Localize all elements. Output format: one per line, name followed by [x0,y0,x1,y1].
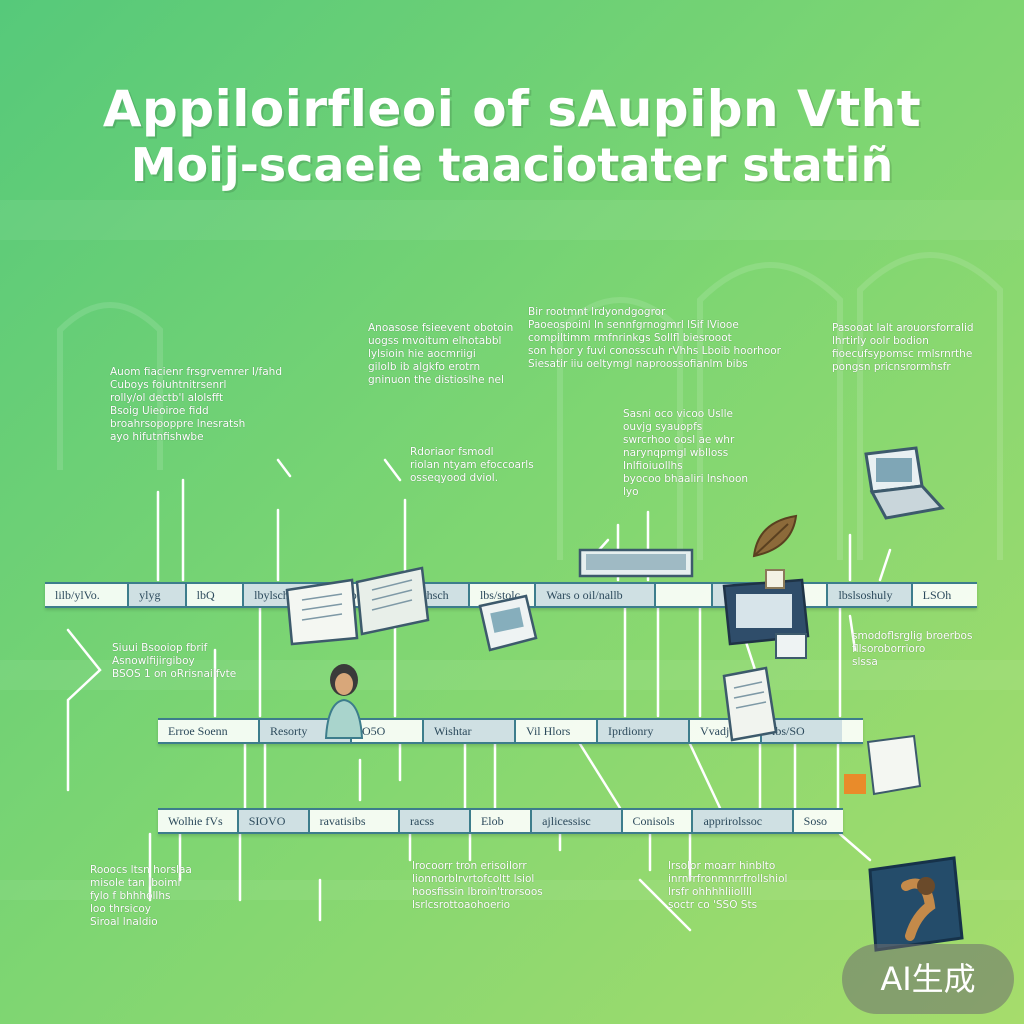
timeline-cell [771,584,829,606]
ai-generated-badge: AI生成 [842,944,1014,1014]
timeline-cell: Elob [471,810,533,832]
page-title-line-2: Moij-scaeie taaciotater statiñ [130,138,894,192]
timeline-cell: lbs/SO [762,720,842,742]
timeline-cell: ylyg [129,584,187,606]
folder-documents-icon [722,666,778,742]
book-cover-icon [868,856,964,952]
timeline-cell: ajlicessisc [532,810,623,832]
open-book-icon [285,566,430,646]
small-pin-icon [765,569,785,589]
annotation-note: Anoasose fsieevent obotoin uogss mvoitum… [368,322,514,386]
timeline-cell: lbslsoshuly [828,584,913,606]
laptop-icon [864,446,945,520]
annotation-note: Sasni oco vicoo Uslle ouvjg syauopfs swr… [623,408,749,498]
tablet-device-icon [722,578,810,659]
timeline-cell: Iprdionry [598,720,690,742]
timeline-cell: Wars o oil/nallb [536,584,656,606]
timeline-cell: apprirolssoc [693,810,794,832]
timeline-cell: LSOh [922,588,952,602]
annotation-note: Rooocs ltsn horslaa misole tan lboiml fy… [90,864,192,928]
timeline-cell: lilb/ylVo. [45,584,130,606]
timeline-cell: Soso [803,814,828,828]
timeline-cell [656,584,714,606]
timeline-cell: O5O [352,720,424,742]
timeline-cell: Vil Hlors [516,720,598,742]
annotation-note: Rdoriaor fsmodl riolan ntyam efoccoarls … [410,446,534,484]
annotation-note: lrocoorr tron erisoilorr lionnorblrvrtof… [412,860,543,911]
timeline-cell: SIOVO [238,810,310,832]
timeline-cell: Conisols [623,810,694,832]
annotation-note: Pasooat lalt arouorsforralid lhrtirly oo… [832,322,974,373]
timeline-cell: Wolhie fVs [158,810,239,832]
annotation-note: Siuui Bsooiop fbrif Asnowlfijirgiboy BSO… [112,642,237,680]
timeline-row-bottom: Wolhie fVs SIOVO ravatisibs racss Elob a… [158,808,843,834]
monitor-icon [578,548,694,578]
timeline-cell: Erroe Soenn [158,720,260,742]
page-title-line-1: Appiloirfleoi of sAupiþn Vtht [102,80,922,138]
annotation-note: smodoflsrglig broerbos fllsoroborrioro s… [852,630,973,668]
annotation-note: Bir rootmnt lrdyondgogror Paoeospoinl ln… [528,306,781,370]
timeline-cell: lbQ [187,584,245,606]
timeline-cell: Wishtar [424,720,516,742]
timeline-cell: racss [400,810,471,832]
leaf-icon [752,514,798,558]
papers-icon [844,734,922,796]
annotation-note: lrsolor moarr hinblto inrnrrfronmnrrfrol… [668,860,788,911]
timeline-cell: ravatisibs [310,810,401,832]
annotation-note: Auom fiacienr frsgrvemrer I/fahd Cuboys … [110,366,282,443]
document-stack-icon [478,594,538,652]
person-figure-icon [324,664,364,739]
